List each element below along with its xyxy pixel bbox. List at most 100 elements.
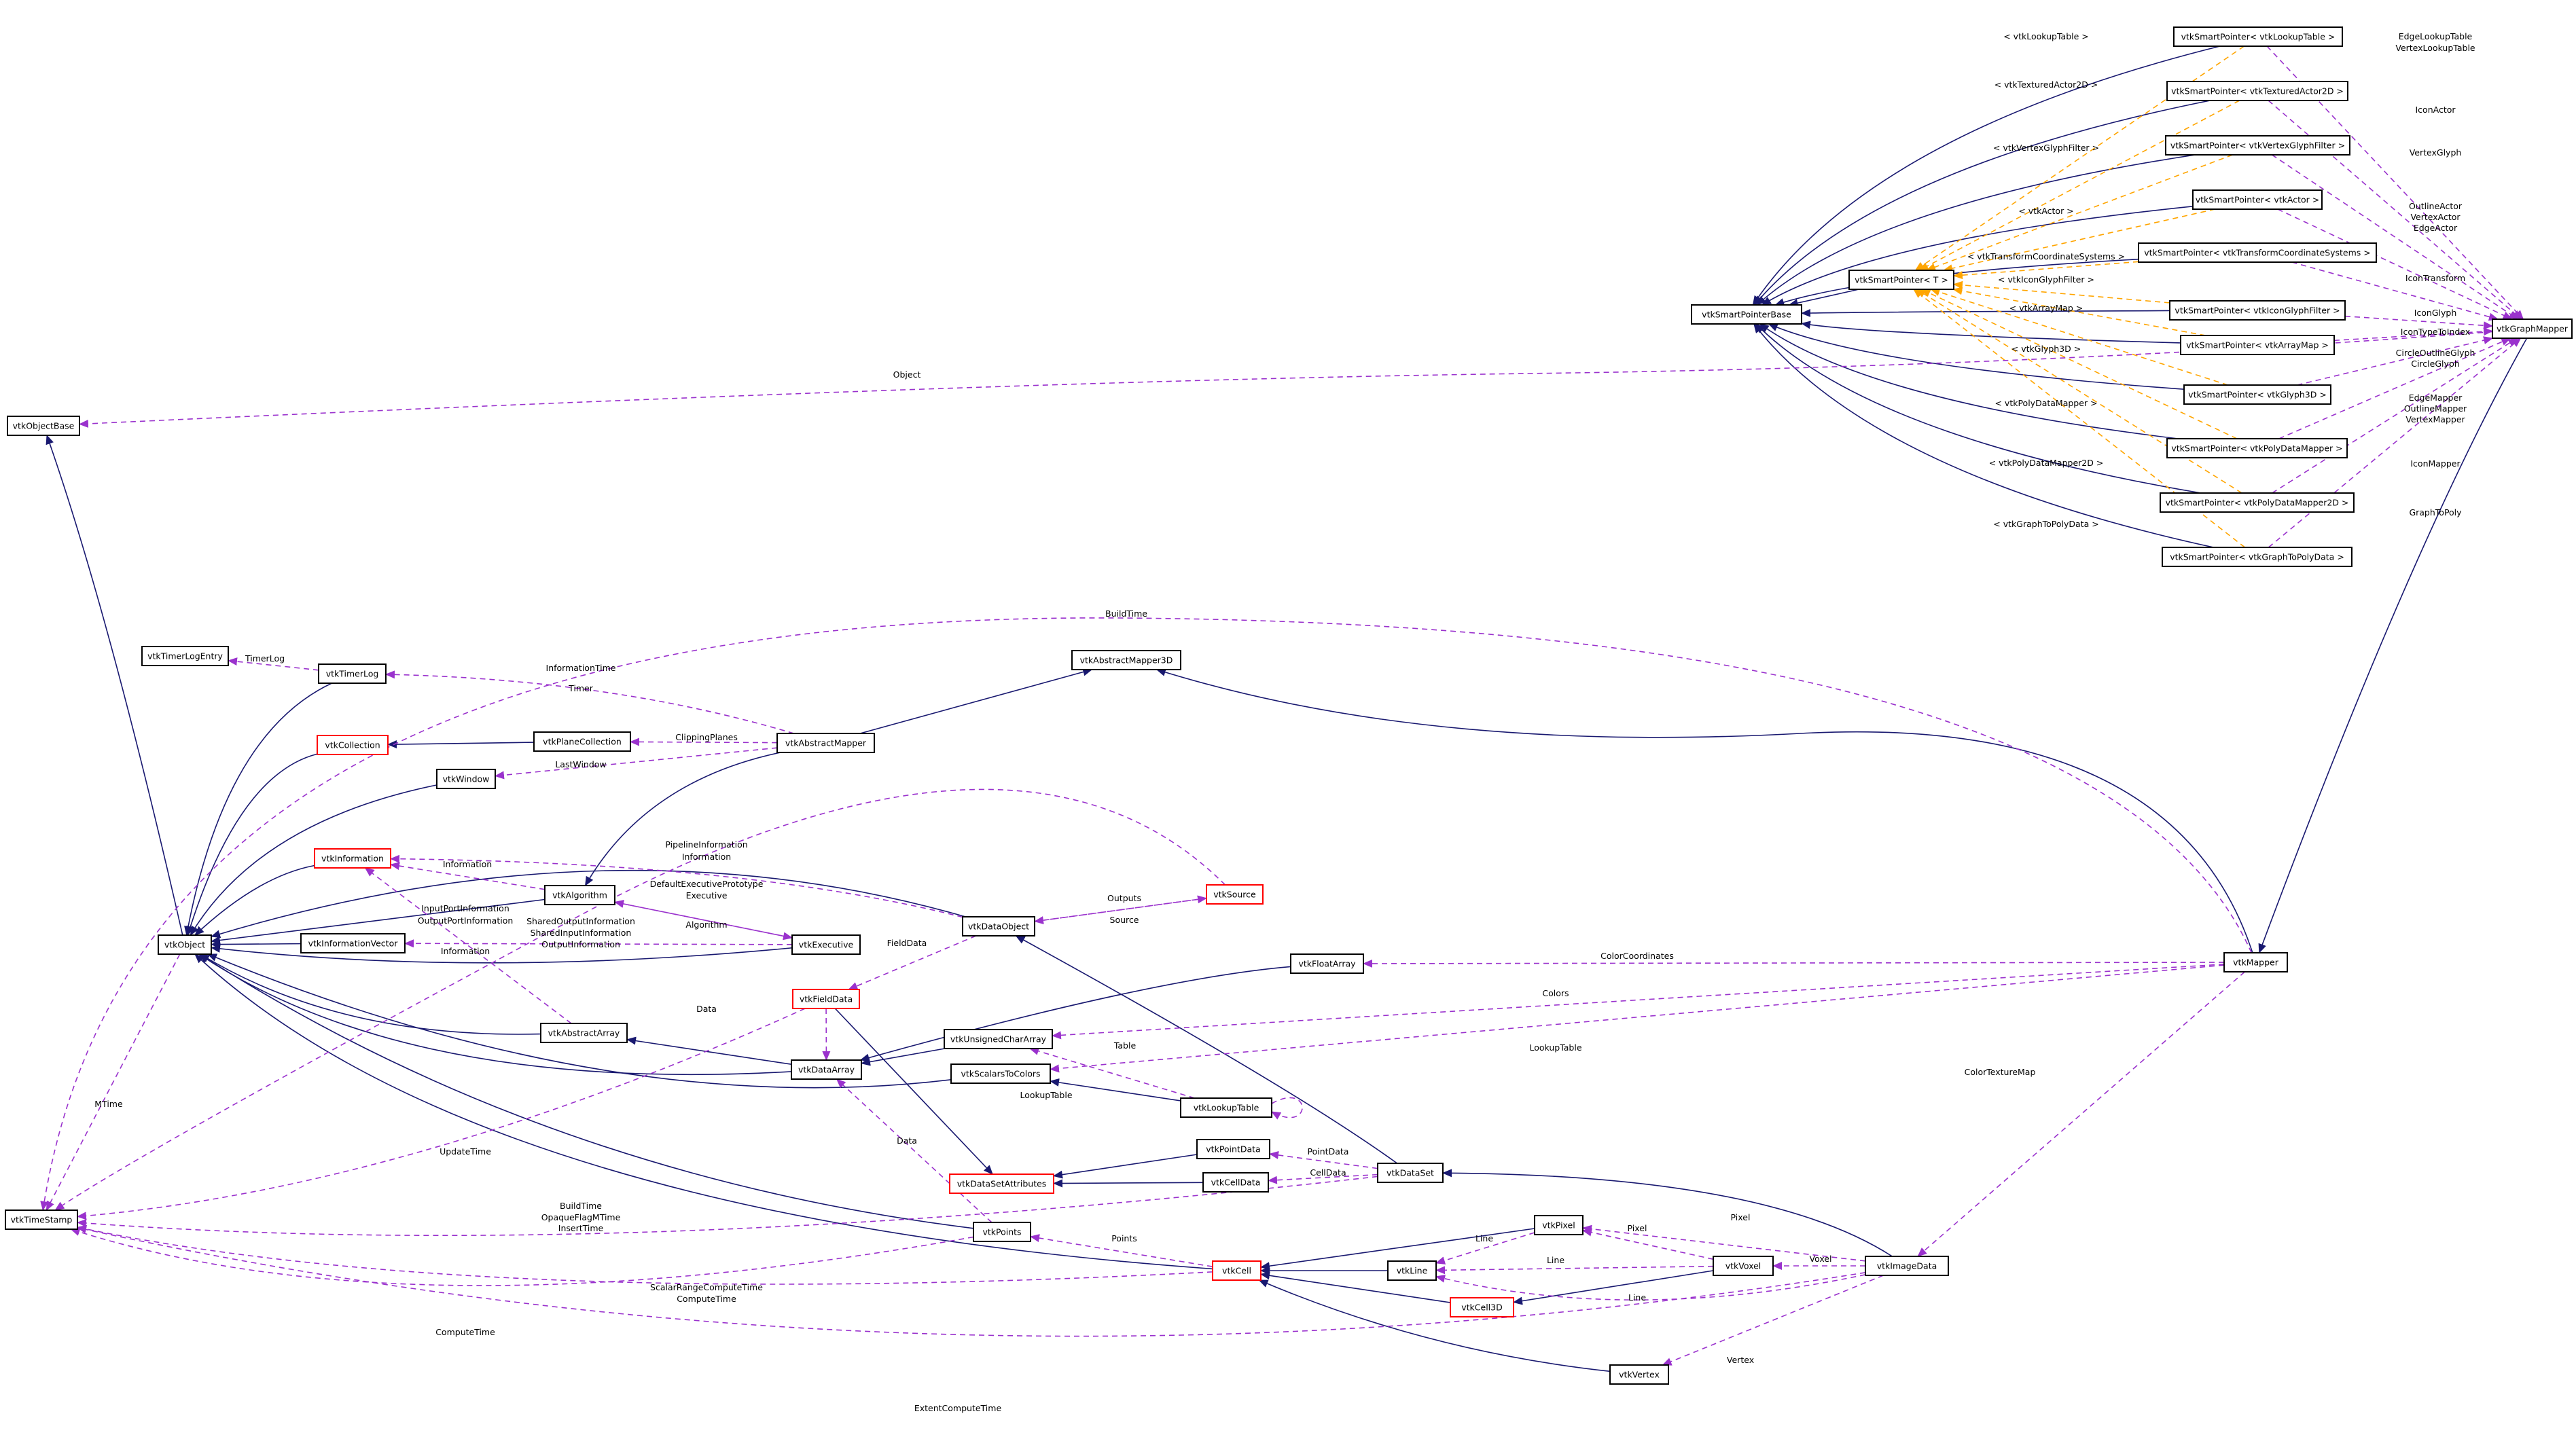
node-spglyph3-d[interactable]: vtkSmartPointer< vtkGlyph3D > xyxy=(2183,384,2331,405)
node-label-spglyph3-d: vtkSmartPointer< vtkGlyph3D > xyxy=(2188,390,2327,400)
node-label-abstract-mapper3-d: vtkAbstractMapper3D xyxy=(1080,655,1173,666)
node-collection[interactable]: vtkCollection xyxy=(317,735,389,755)
node-box-sparray-map xyxy=(2180,335,2335,355)
node-timer-log[interactable]: vtkTimerLog xyxy=(318,663,387,684)
node-sptextured-actor2-d[interactable]: vtkSmartPointer< vtkTexturedActor2D > xyxy=(2166,81,2348,101)
inheritance-edge-data-set-to-data-object xyxy=(1015,935,1398,1164)
edge-label-e-vertex: Vertex xyxy=(1727,1355,1754,1365)
node-scalars-to-colors[interactable]: vtkScalarsToColors xyxy=(950,1063,1051,1084)
node-splookup-table[interactable]: vtkSmartPointer< vtkLookupTable > xyxy=(2173,26,2343,47)
node-float-array[interactable]: vtkFloatArray xyxy=(1290,953,1364,974)
node-label-voxel: vtkVoxel xyxy=(1725,1261,1761,1271)
edge-label-e-executive: Executive xyxy=(686,890,728,901)
node-points[interactable]: vtkPoints xyxy=(973,1222,1031,1242)
node-box-object-base xyxy=(7,416,80,436)
usage-edge-image-data-to-line xyxy=(1435,1274,1866,1300)
inheritance-edge-plane-collection-to-collection xyxy=(387,740,535,749)
edge-label-g-iconactor: IconActor xyxy=(2415,105,2456,115)
node-abstract-array[interactable]: vtkAbstractArray xyxy=(540,1023,628,1043)
node-object[interactable]: vtkObject xyxy=(158,934,212,955)
node-source[interactable]: vtkSource xyxy=(1206,884,1264,905)
node-abstract-mapper3-d[interactable]: vtkAbstractMapper3D xyxy=(1071,650,1181,670)
node-sppoly-data-mapper[interactable]: vtkSmartPointer< vtkPolyDataMapper > xyxy=(2166,438,2348,458)
node-spgraph-to-poly-data[interactable]: vtkSmartPointer< vtkGraphToPolyData > xyxy=(2162,547,2353,567)
node-mapper[interactable]: vtkMapper xyxy=(2223,952,2288,972)
node-spicon-glyph-filter[interactable]: vtkSmartPointer< vtkIconGlyphFilter > xyxy=(2169,300,2346,321)
node-cell[interactable]: vtkCell xyxy=(1212,1260,1262,1281)
node-point-data[interactable]: vtkPointData xyxy=(1196,1139,1270,1159)
node-field-data[interactable]: vtkFieldData xyxy=(792,989,860,1009)
edge-label-t-glyph3d: < vtkGlyph3D > xyxy=(2011,344,2081,354)
node-box-sptextured-actor2-d xyxy=(2166,81,2348,101)
inheritance-edge-data-object-to-object xyxy=(211,869,966,939)
node-abstract-mapper[interactable]: vtkAbstractMapper xyxy=(776,733,875,753)
node-object-base[interactable]: vtkObjectBase xyxy=(7,416,80,436)
node-image-data[interactable]: vtkImageData xyxy=(1865,1256,1949,1276)
node-information[interactable]: vtkInformation xyxy=(314,848,391,869)
node-box-cell3-d xyxy=(1450,1297,1514,1317)
node-box-sppoly-data-mapper xyxy=(2166,438,2348,458)
inheritance-edge-image-data-to-data-set xyxy=(1442,1169,1893,1257)
node-plane-collection[interactable]: vtkPlaneCollection xyxy=(533,731,631,752)
node-box-time-stamp xyxy=(5,1209,78,1230)
node-line[interactable]: vtkLine xyxy=(1387,1260,1437,1281)
node-smart-pointer-base[interactable]: vtkSmartPointerBase xyxy=(1691,304,1802,325)
node-sparray-map[interactable]: vtkSmartPointer< vtkArrayMap > xyxy=(2180,335,2335,355)
edge-label-g-vertexmapper: VertexMapper xyxy=(2405,414,2465,424)
node-voxel[interactable]: vtkVoxel xyxy=(1713,1256,1774,1276)
node-lookup-table[interactable]: vtkLookupTable xyxy=(1180,1097,1272,1118)
node-algorithm[interactable]: vtkAlgorithm xyxy=(544,885,615,905)
node-time-stamp[interactable]: vtkTimeStamp xyxy=(5,1209,78,1230)
node-smart-pointer-t[interactable]: vtkSmartPointer< T > xyxy=(1848,270,1954,290)
node-data-array[interactable]: vtkDataArray xyxy=(791,1059,862,1080)
edge-label-e-data-aa: Data xyxy=(696,1004,717,1014)
template-edge-sptextured-actor2-d-to-smart-pointer-t xyxy=(1918,100,2240,271)
node-spvertex-glyph-filter[interactable]: vtkSmartPointer< vtkVertexGlyphFilter > xyxy=(2165,135,2350,156)
node-box-collection xyxy=(317,735,389,755)
edge-label-t-lookuptable: < vtkLookupTable > xyxy=(2003,31,2089,41)
inheritance-edge-sparray-map-to-smart-pointer-base xyxy=(1801,321,2181,344)
node-box-smart-pointer-base xyxy=(1691,304,1802,325)
edge-label-e-fielddata: FieldData xyxy=(887,938,927,948)
edge-label-e-timer: Timer xyxy=(568,683,594,693)
usage-edge-spgraph-to-poly-data-to-graph-mapper xyxy=(2268,338,2522,548)
usage-edge-spglyph3-d-to-graph-mapper xyxy=(2297,336,2494,386)
edge-label-e-colors: Colors xyxy=(1542,988,1569,998)
node-box-timer-log xyxy=(318,663,387,684)
edge-label-e-inserttime: InsertTime xyxy=(558,1223,604,1233)
usage-edge-algorithm-to-information xyxy=(390,862,545,890)
inheritance-edge-scalars-to-colors-to-object xyxy=(207,953,952,1089)
node-sptransform-coordinate-systems[interactable]: vtkSmartPointer< vtkTransformCoordinateS… xyxy=(2138,242,2377,263)
node-unsigned-char-array[interactable]: vtkUnsignedCharArray xyxy=(944,1029,1053,1049)
node-pixel[interactable]: vtkPixel xyxy=(1534,1215,1584,1235)
node-box-spglyph3-d xyxy=(2183,384,2331,405)
node-graph-mapper[interactable]: vtkGraphMapper xyxy=(2492,319,2573,339)
node-information-vector[interactable]: vtkInformationVector xyxy=(300,933,406,953)
node-cell-data[interactable]: vtkCellData xyxy=(1202,1172,1269,1193)
edge-label-e-colortexturemap: ColorTextureMap xyxy=(1965,1067,2036,1077)
node-vertex[interactable]: vtkVertex xyxy=(1609,1364,1669,1385)
edge-label-e-pipelineinformation: PipelineInformation xyxy=(665,839,747,850)
nodes-layer: vtkObjectBase vtkObject vtkTimeStamp vtkTim… xyxy=(5,26,2573,1385)
edge-label-e-clippingplanes: ClippingPlanes xyxy=(675,732,738,742)
node-data-set[interactable]: vtkDataSet xyxy=(1377,1163,1444,1183)
node-executive[interactable]: vtkExecutive xyxy=(791,934,861,955)
node-box-timer-log-entry xyxy=(141,646,229,666)
node-data-object[interactable]: vtkDataObject xyxy=(962,916,1035,936)
edge-label-e-computetime: ComputeTime xyxy=(677,1294,736,1304)
node-box-spactor xyxy=(2192,189,2323,210)
edge-label-t-transformcoordinatesystems: < vtkTransformCoordinateSystems > xyxy=(1967,251,2125,261)
inheritance-edge-collection-to-object xyxy=(186,753,318,936)
node-label-sparray-map: vtkSmartPointer< vtkArrayMap > xyxy=(2186,340,2329,350)
node-cell3-d[interactable]: vtkCell3D xyxy=(1450,1297,1514,1317)
node-label-splookup-table: vtkSmartPointer< vtkLookupTable > xyxy=(2181,32,2336,42)
node-data-set-attributes[interactable]: vtkDataSetAttributes xyxy=(949,1174,1054,1194)
node-window[interactable]: vtkWindow xyxy=(436,769,496,789)
node-spactor[interactable]: vtkSmartPointer< vtkActor > xyxy=(2192,189,2323,210)
node-sppoly-data-mapper2-d[interactable]: vtkSmartPointer< vtkPolyDataMapper2D > xyxy=(2160,492,2355,513)
edge-label-g-vertexglyph: VertexGlyph xyxy=(2410,147,2462,158)
edge-label-t-texturedactor2d: < vtkTexturedActor2D > xyxy=(1994,79,2098,90)
node-timer-log-entry[interactable]: vtkTimerLogEntry xyxy=(141,646,229,666)
inheritance-edge-information-vector-to-object xyxy=(211,940,302,949)
node-label-cell-data: vtkCellData xyxy=(1211,1178,1261,1188)
